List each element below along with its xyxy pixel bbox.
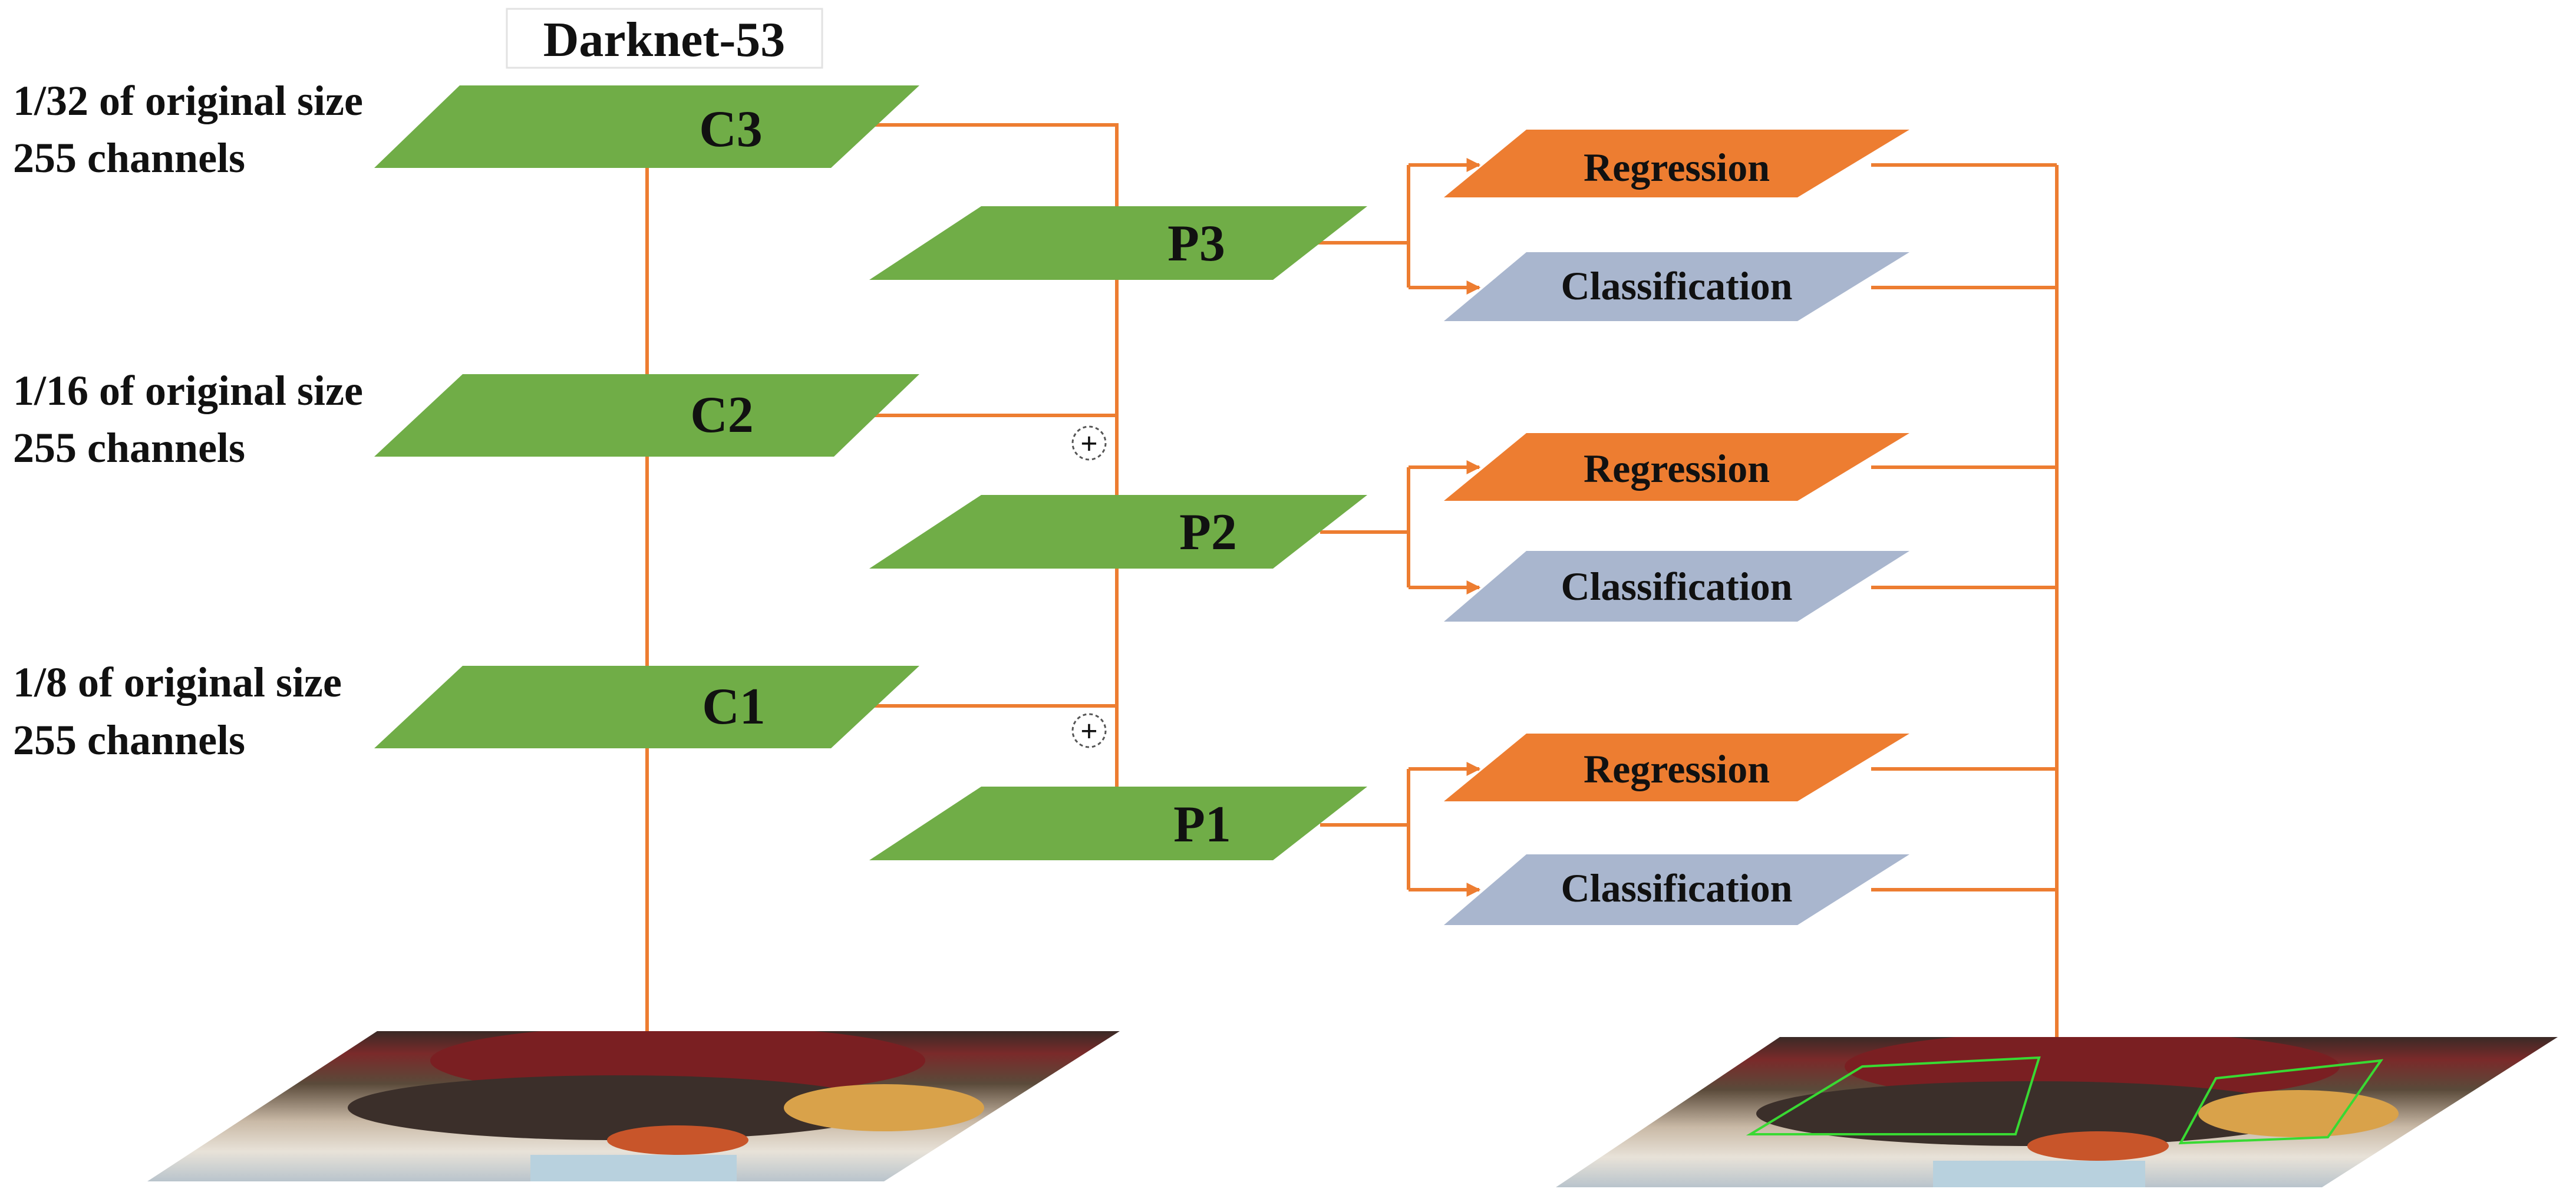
svg-text:P3: P3: [1167, 215, 1225, 272]
title-box: [506, 8, 823, 69]
feature-map-c3: C3: [374, 85, 919, 168]
svg-text:P2: P2: [1179, 504, 1237, 561]
svg-text:+: +: [1080, 715, 1098, 748]
regression-head-1: Regression: [1444, 130, 1909, 197]
feature-map-c2: C2: [374, 374, 919, 457]
svg-text:Classification: Classification: [1561, 564, 1793, 609]
scale-label-16-channels: 255 channels: [13, 424, 245, 471]
diagram-title: Darknet-53: [543, 12, 786, 67]
classification-head-3: Classification: [1444, 854, 1909, 925]
detection-box: [2178, 1059, 2384, 1145]
connectors: [641, 123, 2064, 1112]
fusion-symbol-1: +: [1071, 425, 1107, 461]
scale-label-32-size: 1/32 of original size: [13, 77, 363, 124]
scale-label-8-channels: 255 channels: [13, 716, 245, 764]
svg-text:Regression: Regression: [1584, 145, 1770, 190]
svg-text:Classification: Classification: [1561, 263, 1793, 308]
svg-text:C3: C3: [699, 101, 763, 158]
svg-text:C2: C2: [690, 387, 754, 444]
feature-map-c1: C1: [374, 666, 919, 748]
input-image: [147, 1031, 1120, 1181]
scale-label-32-channels: 255 channels: [13, 134, 245, 181]
feature-map-p1: P1: [869, 787, 1367, 860]
svg-text:C1: C1: [702, 678, 766, 735]
svg-text:P1: P1: [1173, 796, 1231, 853]
regression-head-2: Regression: [1444, 433, 1909, 501]
feature-map-p3: P3: [869, 206, 1367, 280]
classification-head-2: Classification: [1444, 551, 1909, 622]
svg-text:Regression: Regression: [1584, 747, 1770, 791]
svg-text:+: +: [1080, 427, 1098, 461]
svg-text:Regression: Regression: [1584, 446, 1770, 491]
regression-head-3: Regression: [1444, 734, 1909, 801]
output-detection-image: [1556, 1037, 2558, 1187]
feature-map-p2: P2: [869, 495, 1367, 569]
svg-text:Classification: Classification: [1561, 866, 1793, 910]
classification-head-1: Classification: [1444, 252, 1909, 321]
detection-box: [1746, 1056, 2041, 1135]
scale-label-8-size: 1/8 of original size: [13, 659, 342, 706]
fusion-symbol-2: +: [1071, 713, 1107, 748]
scale-label-16-size: 1/16 of original size: [13, 367, 363, 414]
